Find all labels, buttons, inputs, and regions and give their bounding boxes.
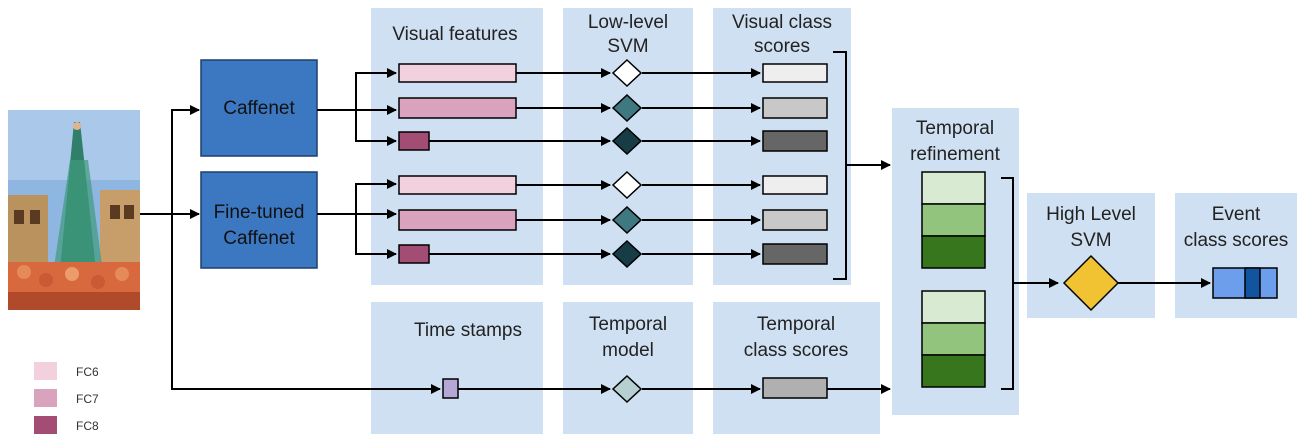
feature-fc8-fine-tuned [398, 244, 430, 264]
label-temporal-class-scores-1: Temporal [757, 314, 835, 335]
legend: FC6 FC7 FC8 [34, 362, 99, 434]
high-level-svm-diamond [1062, 254, 1120, 312]
visual-feature-bars [398, 63, 517, 264]
score-fc6-fine-tuned [762, 175, 828, 195]
svm-diamond-fc7-fine-tuned [611, 205, 643, 235]
caffenet-connectors [317, 68, 397, 259]
input-connectors [140, 105, 441, 394]
temporal-class-score-bar [762, 377, 828, 399]
refinement-stack-top [921, 171, 986, 269]
time-stamp-marker [442, 378, 459, 399]
label-high-level-svm-1: High Level [1046, 204, 1136, 225]
svm-diamond-fc8-caffenet [611, 126, 643, 156]
temporal-model-diamond [611, 374, 643, 404]
label-temporal-refinement-2: refinement [910, 144, 1000, 165]
legend-label-fc6: FC6 [76, 365, 99, 379]
score-fc6-caffenet [762, 63, 828, 83]
panel-time-stamps [371, 302, 543, 434]
svm-diamond-fc7-caffenet [611, 93, 643, 123]
label-event-class-scores-2: class scores [1184, 230, 1289, 251]
svm-connectors [429, 68, 761, 259]
legend-label-fc8: FC8 [76, 419, 99, 433]
visual-scores-bracket [833, 51, 891, 280]
label-low-level-svm-1: Low-level [588, 12, 668, 33]
fine-tuned-caffenet-label-2: Caffenet [223, 228, 295, 249]
svm-diamond-fc8-fine-tuned [611, 239, 643, 269]
label-high-level-svm-2: SVM [1070, 230, 1111, 251]
caffenet-box [200, 59, 318, 157]
legend-swatch-fc8 [34, 416, 57, 434]
panel-temporal-model [563, 302, 693, 434]
feature-fc8-caffenet [398, 131, 430, 151]
label-event-class-scores-1: Event [1212, 204, 1261, 225]
fine-tuned-caffenet-box [200, 171, 318, 269]
event-class-score-bar [1212, 267, 1278, 299]
label-low-level-svm-2: SVM [607, 36, 648, 57]
score-fc7-fine-tuned [762, 209, 828, 231]
label-temporal-class-scores-2: class scores [744, 340, 849, 361]
feature-fc7-fine-tuned [398, 209, 517, 231]
label-temporal-refinement-1: Temporal [916, 118, 994, 139]
fine-tuned-caffenet-label-1: Fine-tuned [214, 202, 305, 223]
label-visual-features: Visual features [392, 24, 517, 45]
caffenet-label: Caffenet [223, 98, 295, 119]
panel-temporal-class-scores [713, 302, 880, 434]
feature-fc6-fine-tuned [398, 175, 517, 195]
feature-fc7-caffenet [398, 97, 517, 119]
svm-diamond-fc6-caffenet [611, 58, 643, 88]
label-time-stamps: Time stamps [414, 320, 522, 341]
refinement-bracket [1001, 177, 1059, 390]
legend-label-fc7: FC7 [76, 392, 99, 406]
low-level-svm-diamonds [611, 58, 643, 269]
input-image [8, 110, 140, 310]
legend-swatch-fc7 [34, 389, 57, 407]
score-fc8-caffenet [762, 130, 828, 152]
score-fc8-fine-tuned [762, 243, 828, 265]
label-temporal-model-1: Temporal [589, 314, 667, 335]
refinement-stack-bottom [921, 290, 986, 388]
panel-visual-features [371, 8, 543, 285]
svm-diamond-fc6-fine-tuned [611, 170, 643, 200]
label-visual-class-scores-2: scores [754, 36, 810, 57]
feature-fc6-caffenet [398, 63, 517, 83]
label-temporal-model-2: model [602, 340, 654, 361]
score-fc7-caffenet [762, 97, 828, 119]
label-visual-class-scores-1: Visual class [732, 12, 832, 33]
legend-swatch-fc6 [34, 362, 57, 380]
visual-class-score-bars [762, 63, 828, 265]
